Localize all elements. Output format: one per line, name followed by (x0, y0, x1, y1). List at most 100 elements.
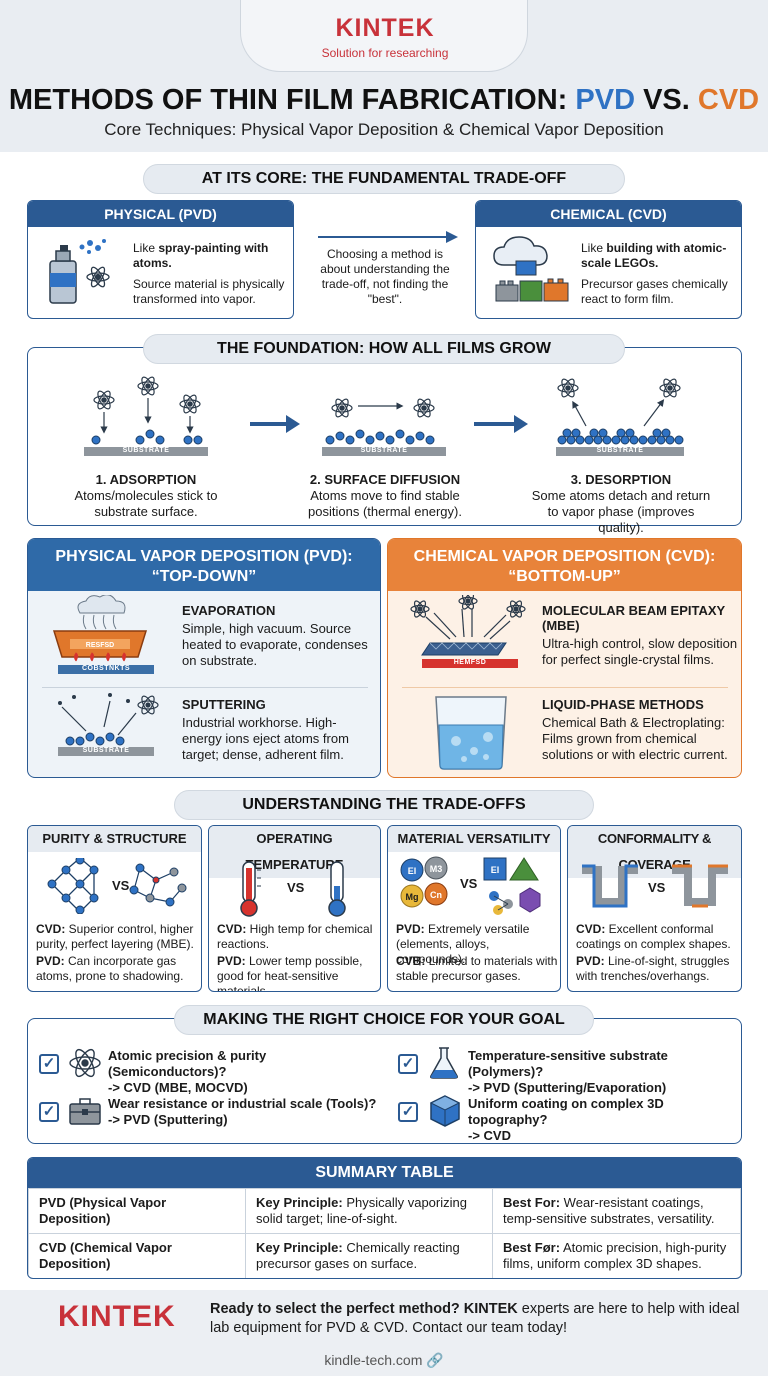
cube-icon (429, 1095, 461, 1127)
chemical-lead: Like building with atomic-scale LEGOs. (581, 241, 727, 270)
core-center-note: Choosing a method is about understanding… (320, 247, 450, 306)
tradeoff-line2: PVD: Can incorporate gas atoms, prone to… (36, 954, 184, 983)
sputtering-text: SPUTTERING Industrial workhorse. High-en… (182, 697, 349, 762)
element-label: El (408, 866, 417, 876)
table-cell-principle: Key Principle: Physically vaporizing sol… (245, 1188, 493, 1234)
table-cell-method: PVD (Physical Vapor Deposition) (28, 1188, 246, 1234)
evaporation-source-label: RESFSD (86, 642, 114, 649)
growth-step-title: 1. ADSORPTION (95, 472, 197, 487)
section-heading-core: AT ITS CORE: THE FUNDAMENTAL TRADE-OFF (143, 164, 625, 194)
tradeoff-card-versatility: MATERIAL VERSATILITY El M3 Mg Cn VS El P… (387, 825, 561, 992)
substrate-label-2: SUBSTRATE (322, 447, 446, 456)
page-title: METHODS OF THIN FILM FABRICATION: PVD VS… (8, 84, 760, 116)
arrow-right-icon (318, 231, 458, 243)
flask-icon (430, 1047, 458, 1079)
evaporation-icon: RESFSD (52, 595, 148, 662)
vs-label: VS (112, 878, 130, 893)
tradeoff-card-purity: PURITY & STRUCTURE VS CVD: Superior cont… (27, 825, 202, 992)
growth-step-2: 2. SURFACE DIFFUSION Atoms move to find … (302, 472, 468, 520)
tradeoff-card-title: OPERATING TEMPERATURE (209, 826, 380, 878)
table-cell-best-for: Best Før: Atomic precision, high-purity … (492, 1233, 741, 1278)
beaker-icon (435, 696, 507, 770)
table-cell-best-for: Best For: Wear-resistant coatings, temp-… (492, 1188, 741, 1234)
vs-label: VS (287, 880, 305, 895)
section-heading-foundation: THE FOUNDATION: HOW ALL FILMS GROW (143, 334, 625, 364)
physical-lead: Like spray-painting with atoms. (133, 241, 269, 270)
checkbox-icon: ✓ (39, 1054, 59, 1074)
thermometers-icon: VS (240, 861, 346, 917)
summary-table-card: SUMMARY TABLE PVD (Physical Vapor Deposi… (27, 1157, 742, 1279)
element-label: Mg (406, 892, 419, 902)
cvd-panel: CHEMICAL VAPOR DEPOSITION (CVD):“BOTTOM-… (387, 538, 742, 778)
element-label: El (491, 865, 500, 875)
mbe-substrate-label: HEMFSD (422, 659, 518, 668)
tradeoff-line2: PVD: Lower temp possible, good for heat-… (217, 954, 363, 992)
sputtering-icon (58, 693, 159, 746)
trench-coverage-icon: VS (582, 864, 728, 908)
divider (402, 687, 728, 688)
footer-cta: Ready to select the perfect method? KINT… (210, 1301, 740, 1336)
tradeoff-line2: CVB: Limited to materials with stable pr… (396, 954, 558, 983)
choice-item-2: Temperature-sensitive substrate (Polymer… (468, 1048, 668, 1095)
evaporation-text: EVAPORATION Simple, high vacuum. Source … (182, 603, 368, 668)
brand-header-tab: KINTEK Solution for researching (240, 0, 528, 72)
table-cell-principle: Key Principle: Chemically reacting precu… (245, 1233, 493, 1278)
footer-logo: KINTEK (58, 1300, 176, 1333)
table-row: CVD (Chemical Vapor Deposition) Key Prin… (28, 1233, 741, 1278)
tradeoff-line1: CVD: Excellent conformal coatings on com… (576, 922, 731, 951)
brand-logo-text: KINTEK (335, 14, 435, 42)
brand-tagline: Solution for researching (321, 46, 449, 60)
growth-step-3: 3. DESORPTION Some atoms detach and retu… (526, 472, 716, 536)
liquid-phase-text: LIQUID-PHASE METHODS Chemical Bath & Ele… (542, 697, 728, 762)
chemical-card: CHEMICAL (CVD) Like building with atomic… (475, 200, 742, 319)
pvd-panel: PHYSICAL VAPOR DEPOSITION (PVD):“TOP-DOW… (27, 538, 381, 778)
evaporation-substrate-label: COBSTNKTS (58, 665, 154, 674)
lattice-vs-disorder-icon: VS (47, 858, 187, 914)
footer-link[interactable]: kindle-tech.com 🔗 (0, 1352, 768, 1369)
divider (42, 687, 368, 688)
footer-url[interactable]: kindle-tech.com (324, 1352, 423, 1368)
growth-step-1: 1. ADSORPTION Atoms/molecules stick to s… (66, 472, 226, 520)
tradeoff-line1: CVD: High temp for chemical reactions. (217, 922, 373, 951)
lego-cloud-icon (493, 236, 569, 302)
table-row: PVD (Physical Vapor Deposition) Key Prin… (28, 1188, 741, 1234)
growth-step-title: 2. SURFACE DIFFUSION (309, 472, 461, 487)
choice-item-4: Uniform coating on complex 3D topography… (468, 1096, 664, 1143)
spray-can-icon (49, 239, 110, 304)
element-label: Cn (430, 890, 442, 900)
physical-card: PHYSICAL (PVD) Like spray-painting with … (27, 200, 294, 319)
pvd-panel-heading: PHYSICAL VAPOR DEPOSITION (PVD):“TOP-DOW… (28, 539, 380, 591)
tradeoff-card-title: MATERIAL VERSATILITY (388, 826, 560, 852)
footer: KINTEK Ready to select the perfect metho… (0, 1290, 768, 1376)
tradeoff-card-title: PURITY & STRUCTURE (28, 826, 201, 852)
choice-item-1: Atomic precision & purity (Semiconductor… (108, 1048, 267, 1095)
checkbox-icon: ✓ (39, 1102, 59, 1122)
tradeoff-line1: PVD: Extremely versatile (elements, allo… (396, 922, 530, 966)
tradeoff-line2: PVD: Line-of-sight, struggles with trenc… (576, 954, 730, 983)
vs-label: VS (648, 880, 666, 895)
atom-icon (69, 1048, 101, 1078)
page-subtitle: Core Techniques: Physical Vapor Depositi… (104, 120, 664, 139)
physical-card-title: PHYSICAL (PVD) (28, 201, 293, 227)
growth-step-desc: Atoms/molecules stick to substrate surfa… (74, 488, 218, 519)
growth-step-desc: Some atoms detach and return to vapor ph… (531, 488, 711, 535)
physical-desc: Source material is physically transforme… (133, 277, 285, 306)
elements-icon: El M3 Mg Cn VS El (400, 856, 541, 915)
section-heading-tradeoffs: UNDERSTANDING THE TRADE-OFFS (174, 790, 594, 820)
element-label: M3 (430, 864, 443, 874)
sputtering-substrate-label: SUBSTRATE (58, 747, 154, 756)
tradeoff-line1: CVD: Superior control, higher purity, pe… (36, 922, 194, 951)
substrate-label-3: SUBSTRATE (556, 447, 684, 456)
summary-table: PVD (Physical Vapor Deposition) Key Prin… (28, 1188, 741, 1278)
cvd-panel-heading: CHEMICAL VAPOR DEPOSITION (CVD):“BOTTOM-… (388, 539, 741, 591)
table-cell-method: CVD (Chemical Vapor Deposition) (28, 1233, 246, 1278)
substrate-label-1: SUBSTRATE (84, 447, 208, 456)
checkbox-icon: ✓ (398, 1054, 418, 1074)
chemical-desc: Precursor gases chemically react to form… (581, 277, 728, 306)
mbe-icon (410, 595, 526, 656)
link-icon: 🔗 (426, 1352, 444, 1368)
toolbox-icon (69, 1098, 101, 1125)
tradeoff-card-conformality: CONFORMALITY & COVERAGE VS CVD: Excellen… (567, 825, 742, 992)
section-heading-choice: MAKING THE RIGHT CHOICE FOR YOUR GOAL (174, 1005, 594, 1035)
choice-item-3: Wear resistance or industrial scale (Too… (108, 1096, 377, 1127)
